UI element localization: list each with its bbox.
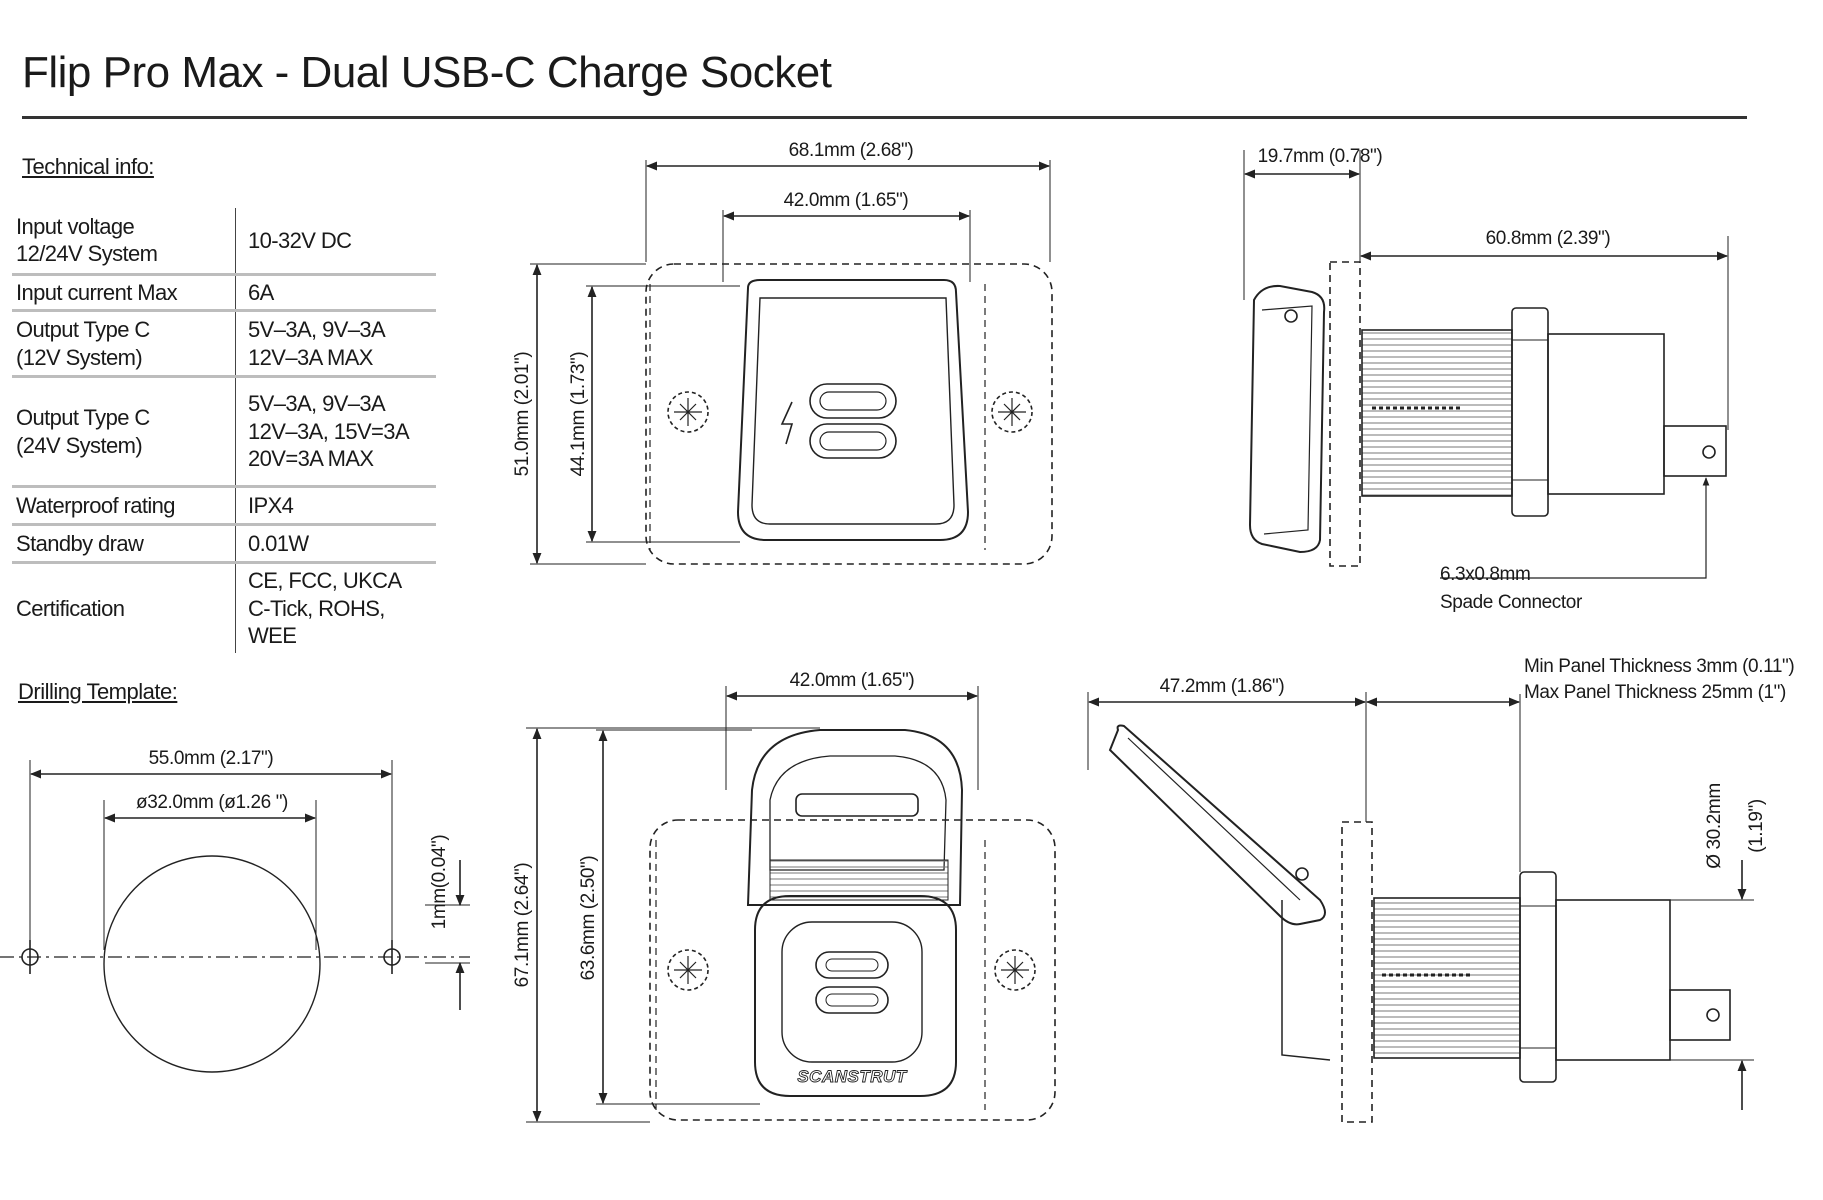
spec-value: 10-32V DC bbox=[235, 208, 436, 276]
spec-label: Output Type C (12V System) bbox=[12, 310, 236, 378]
dim-hole-diameter: ø32.0mm (ø1.26 ") bbox=[136, 792, 288, 813]
front-view-open-drawing bbox=[526, 686, 1056, 1123]
page-title: Flip Pro Max - Dual USB-C Charge Socket bbox=[22, 48, 832, 97]
spec-row: Input current Max 6A bbox=[12, 274, 436, 312]
spec-label: Waterproof rating bbox=[12, 486, 236, 526]
dim-front-width-overall: 68.1mm (2.68") bbox=[789, 140, 914, 161]
dim-side-depth-bezel: 19.7mm (0.78") bbox=[1258, 146, 1383, 167]
spec-label: Input current Max bbox=[12, 274, 236, 312]
drilling-template-drawing bbox=[0, 760, 470, 1073]
spec-row: Standby draw 0.01W bbox=[12, 524, 436, 564]
dim-front-height-cover: 44.1mm (1.73") bbox=[568, 352, 589, 477]
panel-min-thickness: Min Panel Thickness 3mm (0.11") bbox=[1524, 656, 1794, 677]
spec-label: Standby draw bbox=[12, 524, 236, 564]
panel-max-thickness: Max Panel Thickness 25mm (1") bbox=[1524, 682, 1786, 703]
spade-size-label: 6.3x0.8mm bbox=[1440, 564, 1530, 585]
spec-row: Output Type C (24V System) 5V–3A, 9V–3A … bbox=[12, 376, 436, 488]
spec-value: 0.01W bbox=[235, 524, 436, 564]
spec-row: Waterproof rating IPX4 bbox=[12, 486, 436, 526]
dim-open-width-cover: 42.0mm (1.65") bbox=[790, 670, 915, 691]
dim-diameter-mm: Ø 30.2mm bbox=[1704, 783, 1725, 869]
dim-small-hole: 1mm(0.04") bbox=[429, 835, 450, 930]
spec-value: 5V–3A, 9V–3A 12V–3A, 15V=3A 20V=3A MAX bbox=[235, 376, 436, 488]
technical-info-table: Input voltage 12/24V System 10-32V DC In… bbox=[12, 208, 436, 653]
dim-open-depth: 47.2mm (1.86") bbox=[1160, 676, 1285, 697]
spec-value: IPX4 bbox=[235, 486, 436, 526]
dim-front-width-cover: 42.0mm (1.65") bbox=[784, 190, 909, 211]
dim-open-height-overall: 67.1mm (2.64") bbox=[512, 863, 533, 988]
dim-front-height-overall: 51.0mm (2.01") bbox=[512, 352, 533, 477]
spec-row: Input voltage 12/24V System 10-32V DC bbox=[12, 208, 436, 276]
spec-label: Certification bbox=[16, 595, 125, 621]
dim-side-depth-body: 60.8mm (2.39") bbox=[1486, 228, 1611, 249]
spec-row: Output Type C (12V System) 5V–3A, 9V–3A … bbox=[12, 310, 436, 378]
dim-open-height-cover: 63.6mm (2.50") bbox=[578, 856, 599, 981]
spec-value: 6A bbox=[235, 274, 436, 312]
spec-label: Output Type C (24V System) bbox=[12, 376, 236, 488]
brand-logo: SCANSTRUT bbox=[797, 1067, 907, 1086]
spec-value: 5V–3A, 9V–3A 12V–3A MAX bbox=[235, 310, 436, 378]
front-view-closed-drawing bbox=[530, 160, 1053, 565]
spec-label: Input voltage 12/24V System bbox=[12, 208, 236, 276]
dim-diameter-in: (1.19") bbox=[1746, 799, 1767, 853]
title-divider bbox=[22, 116, 1747, 119]
spec-row: Certification CE, FCC, UKCA C-Tick, ROHS… bbox=[12, 562, 436, 653]
side-view-closed-drawing bbox=[1243, 150, 1729, 579]
dim-hole-spacing: 55.0mm (2.17") bbox=[149, 748, 274, 769]
drilling-template-heading: Drilling Template: bbox=[18, 679, 178, 704]
side-view-open-drawing bbox=[1087, 692, 1754, 1123]
spade-connector-label: Spade Connector bbox=[1440, 592, 1583, 613]
technical-info-heading: Technical info: bbox=[22, 154, 154, 179]
spec-value: CE, FCC, UKCA C-Tick, ROHS, WEE bbox=[235, 562, 436, 653]
